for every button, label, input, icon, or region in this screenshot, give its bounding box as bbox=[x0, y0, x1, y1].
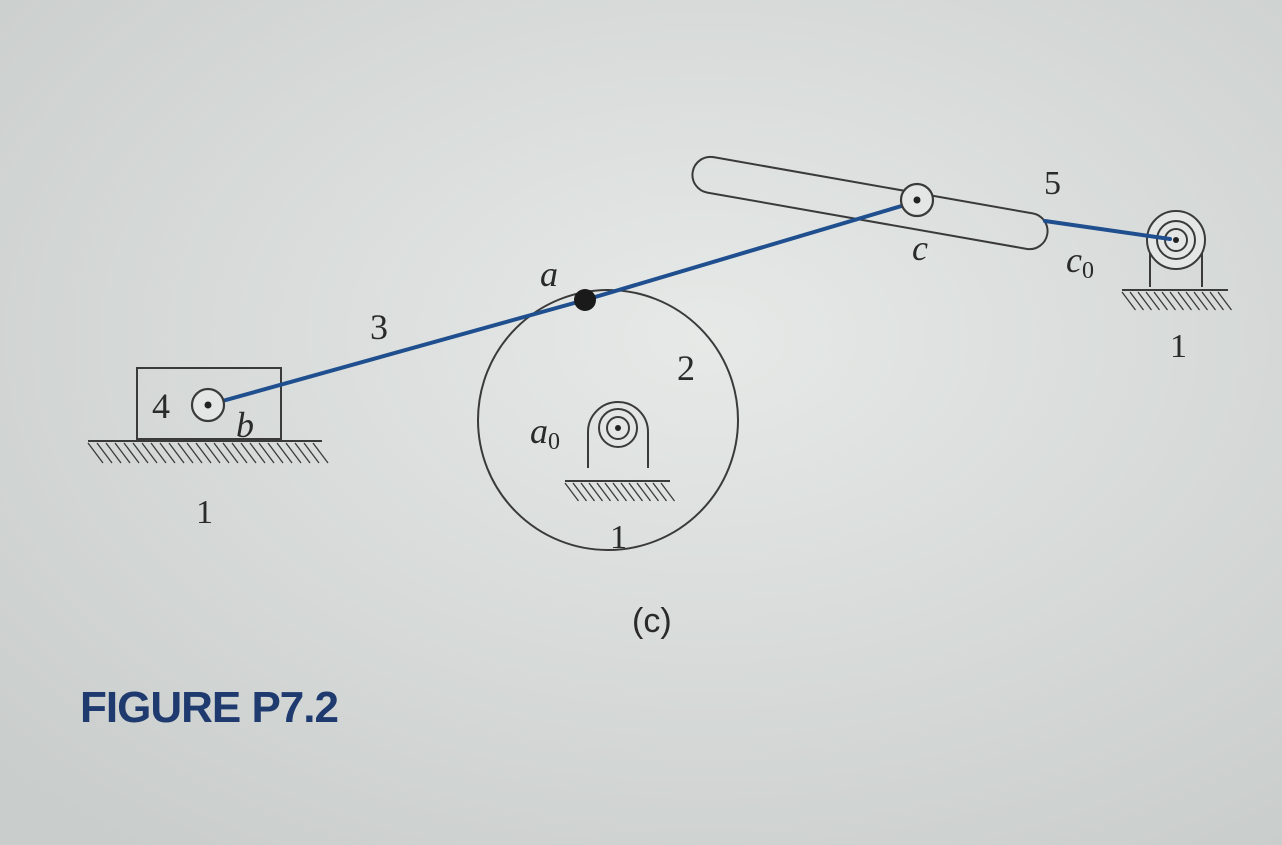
pin-c bbox=[899, 182, 935, 218]
label-link-4: 4 bbox=[152, 386, 170, 426]
label-pivot-c0-base: c bbox=[1066, 240, 1082, 280]
label-point-b: b bbox=[236, 405, 254, 445]
label-ground-left: 1 bbox=[196, 494, 213, 531]
label-link-3: 3 bbox=[370, 307, 388, 347]
coupler-link-3 bbox=[206, 298, 587, 407]
label-pivot-c0: c0 bbox=[1066, 240, 1094, 284]
label-point-a: a bbox=[540, 254, 558, 294]
label-pivot-a0: a0 bbox=[530, 411, 560, 455]
ground-pivot-a0 bbox=[564, 401, 676, 502]
slotted-link-5 bbox=[691, 155, 1049, 251]
ground-hatch-left bbox=[87, 442, 329, 464]
figure-caption: FIGURE P7.2 bbox=[80, 683, 338, 732]
ground-hatch-center bbox=[564, 482, 676, 502]
label-pivot-a0-base: a bbox=[530, 411, 548, 451]
link-5-to-c0 bbox=[1043, 219, 1172, 241]
link-a-to-c bbox=[583, 200, 917, 302]
ground-hatch-right bbox=[1121, 291, 1233, 311]
slider-block-4 bbox=[87, 367, 329, 464]
pin-b bbox=[190, 387, 226, 423]
label-point-c: c bbox=[912, 228, 928, 268]
subfigure-label: (c) bbox=[632, 602, 672, 640]
label-pivot-c0-sub: 0 bbox=[1082, 258, 1094, 284]
crank-disk-2 bbox=[477, 289, 739, 551]
pin-a bbox=[574, 289, 596, 311]
label-ground-right: 1 bbox=[1170, 328, 1187, 365]
ground-pivot-c0 bbox=[1121, 210, 1233, 311]
label-link-5: 5 bbox=[1044, 165, 1061, 202]
label-pivot-a0-sub: 0 bbox=[548, 429, 560, 455]
label-link-2: 2 bbox=[677, 348, 695, 388]
label-ground-center: 1 bbox=[610, 519, 627, 556]
